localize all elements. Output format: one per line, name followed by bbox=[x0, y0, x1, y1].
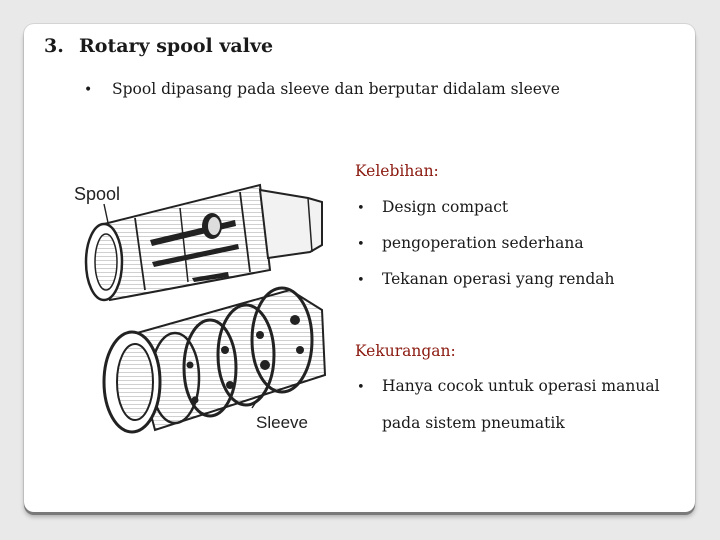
slide-title: 3. Rotary spool valve bbox=[44, 35, 273, 57]
bullet-marker: • bbox=[357, 380, 365, 395]
disadvantage-item: • Hanya cocok untuk operasi manual bbox=[357, 377, 660, 395]
title-text: Rotary spool valve bbox=[79, 35, 274, 57]
spool-sleeve-illustration: Spool bbox=[74, 183, 327, 434]
intro-bullet: • Spool dipasang pada sleeve dan berputar… bbox=[84, 80, 560, 98]
intro-text: Spool dipasang pada sleeve dan berputar … bbox=[112, 80, 560, 98]
disadvantage-continuation: pada sistem pneumatik bbox=[382, 414, 565, 432]
advantage-item: • Design compact bbox=[357, 198, 508, 216]
advantage-item: • Tekanan operasi yang rendah bbox=[357, 270, 615, 288]
bullet-marker: • bbox=[357, 237, 365, 252]
bullet-marker: • bbox=[84, 82, 93, 98]
spool-drawing bbox=[84, 183, 323, 302]
sleeve-label: Sleeve bbox=[256, 413, 308, 432]
advantage-text: Tekanan operasi yang rendah bbox=[382, 270, 615, 288]
spool-label: Spool bbox=[74, 184, 120, 204]
advantage-item: • pengoperation sederhana bbox=[357, 234, 584, 252]
disadvantage-text: Hanya cocok untuk operasi manual bbox=[382, 377, 660, 395]
advantage-text: Design compact bbox=[382, 198, 509, 216]
advantages-heading: Kelebihan: bbox=[355, 162, 439, 180]
bullet-marker: • bbox=[357, 273, 365, 288]
advantage-text: pengoperation sederhana bbox=[382, 234, 584, 252]
sleeve-drawing bbox=[102, 286, 327, 434]
bullet-marker: • bbox=[357, 201, 365, 216]
disadvantages-heading: Kekurangan: bbox=[355, 342, 456, 360]
title-number: 3. bbox=[44, 35, 64, 57]
